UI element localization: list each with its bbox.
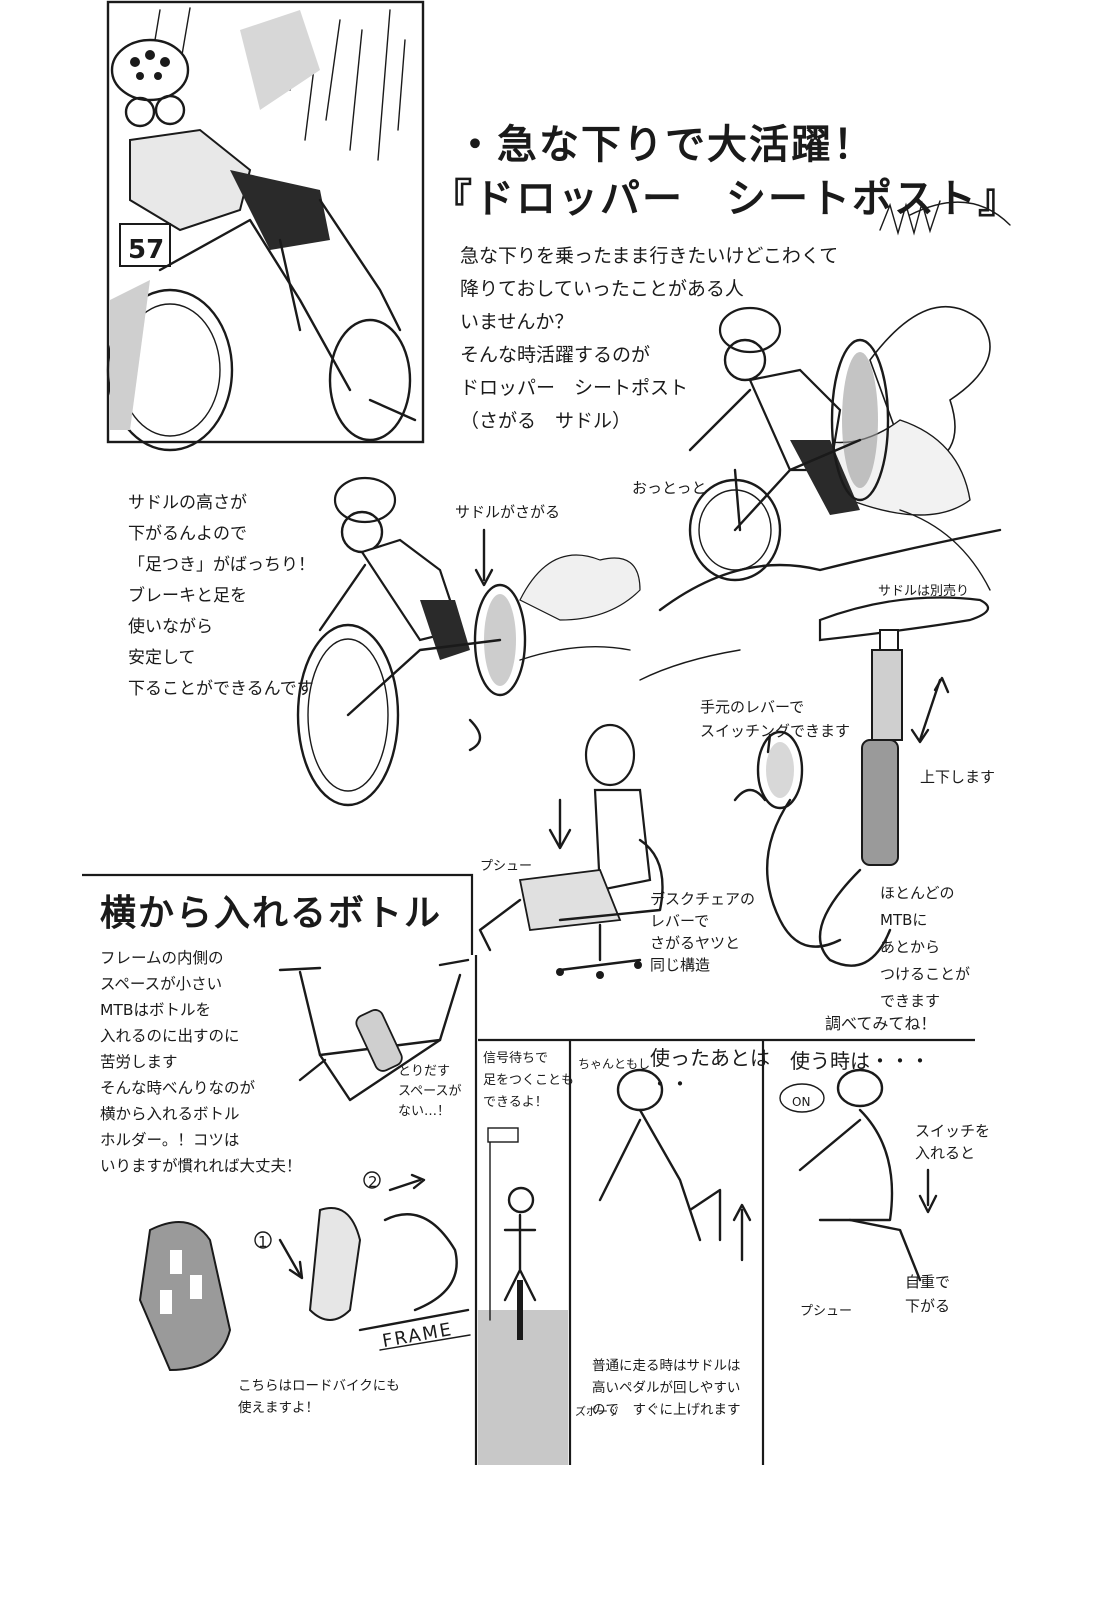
bike-frame-diagram <box>278 958 470 1102</box>
svg-text:57: 57 <box>128 235 164 265</box>
panel2-sfx: ズボーッ <box>575 1405 619 1418</box>
rider-dropped-saddle <box>296 476 641 807</box>
psh-sfx: プシュー <box>480 859 533 874</box>
dropper-explanation: サドルの高さが 下がるんよので 「足つき」がばっちり！ ブレーキと足を 使いなが… <box>128 493 315 699</box>
panel2-after-use <box>598 1068 752 1262</box>
saddle-sold-separately: サドルは別売り <box>878 584 970 599</box>
panel2-head: ちゃんともし <box>578 1057 651 1071</box>
saddle-down-label: サドルがさがる <box>455 503 561 521</box>
panel2-title: 使ったあとは ・・ <box>650 1046 770 1096</box>
panel1-text: 信号待ちで 足をつくことも できるよ！ <box>483 1051 575 1110</box>
panel3-when-using <box>779 1068 938 1282</box>
up-down-label: 上下します <box>920 768 996 786</box>
panel3-switch-note: スイッチを 入れると <box>915 1122 991 1162</box>
road-bike-note: こちらはロードバイクにも 使えますよ！ <box>238 1378 400 1416</box>
oops-sfx: おっとっと <box>632 479 707 497</box>
dropper-title-line1: ・急な下りで大活躍！ <box>455 122 875 168</box>
dropper-intro: 急な下りを乗ったまま行きたいけどこわくて 降りておしていったことがある人 いませ… <box>460 245 839 432</box>
no-space-note: とりだす スペースが ない…！ <box>398 1064 462 1119</box>
title-deco <box>879 200 1011 236</box>
panel2-bottom: 普通に走る時はサドルは 高いペダルが回しやすい ので すぐに上げれます <box>592 1358 741 1418</box>
panel3-title: 使う時は・・・ <box>790 1049 930 1073</box>
dropper-post <box>733 596 990 967</box>
rider-downhill <box>639 305 1002 681</box>
check-it-note: 調べてみてね！ <box>825 1014 937 1033</box>
lever-note: 手元のレバーで スイッチングできます <box>700 698 851 740</box>
step-2-label: 2 <box>368 1173 378 1191</box>
step-1-label: 1 <box>258 1233 268 1251</box>
bottle-section-title: 横から入れるボトル <box>100 893 443 934</box>
panel3-on-label: ON <box>792 1095 811 1109</box>
desk-chair-person <box>478 723 664 979</box>
manga-panel-rider: 57 <box>106 0 425 452</box>
bottle-section-body: フレームの内側の スペースが小さい MTBはボトルを 入れるのに出すのに 苦労し… <box>100 949 302 1175</box>
panel1-standing <box>478 1127 568 1465</box>
panel3-psh-sfx: プシュー <box>800 1304 853 1319</box>
bottle-section-frame <box>82 873 975 1465</box>
mtb-retrofit-note: ほとんどの MTBに あとから つけることが できます <box>880 884 971 1010</box>
desk-chair-note: デスクチェアの レバーで さがるヤツと 同じ構造 <box>650 890 756 974</box>
panel3-auto-note: 自重で 下がる <box>905 1273 951 1315</box>
dropper-title-line2: 『ドロッパー シートポスト』 <box>432 176 1020 222</box>
bottle-cage <box>138 1171 471 1372</box>
